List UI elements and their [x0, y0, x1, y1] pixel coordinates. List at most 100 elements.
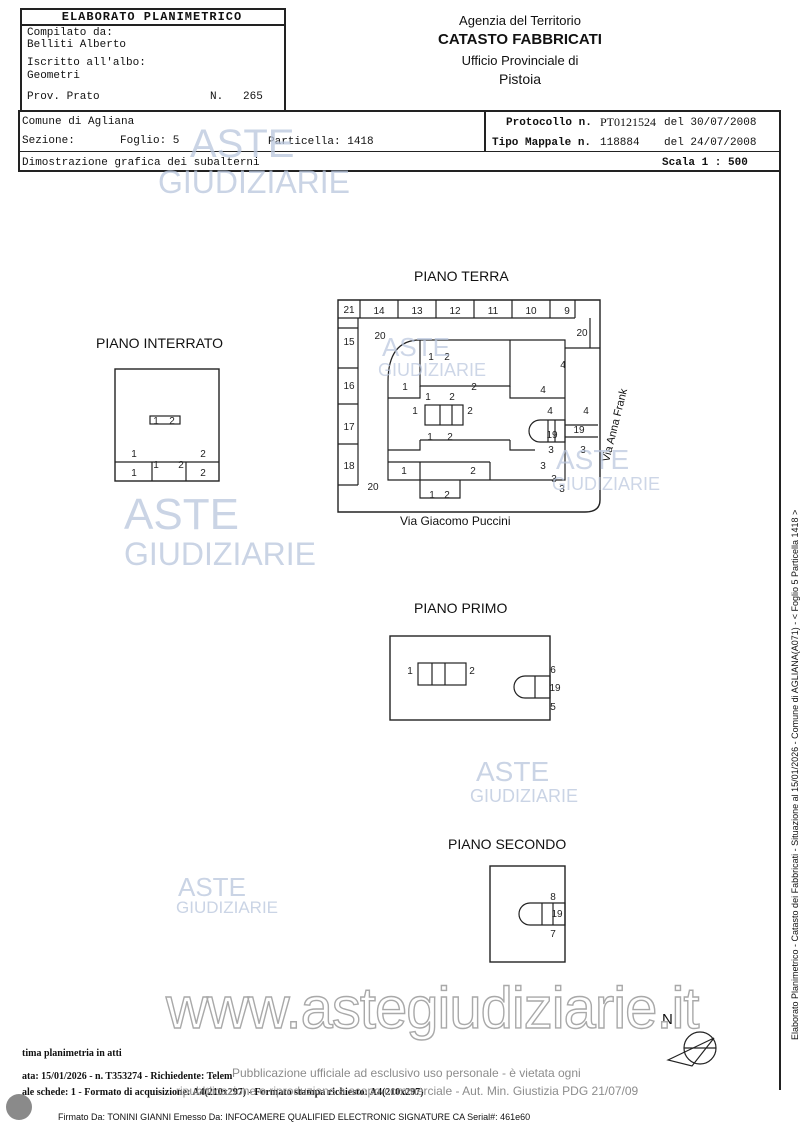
- sub-label: 4: [583, 406, 589, 417]
- watermark-giudiziarie: GIUDIZIARIE: [378, 360, 487, 380]
- catasto-title: CATASTO FABBRICATI: [438, 31, 602, 48]
- north-label: N: [662, 1011, 673, 1028]
- protocollo-label: Protocollo n.: [506, 117, 592, 129]
- sub-label: 3: [559, 484, 565, 495]
- watermark-aste: ASTE: [124, 490, 239, 539]
- watermark-notice: Pubblicazione ufficiale ad esclusivo uso…: [232, 1066, 581, 1080]
- sub-label: 1: [153, 460, 159, 471]
- sub-label: 10: [525, 306, 537, 317]
- watermark-aste: ASTE: [178, 872, 246, 902]
- document-title: ELABORATO PLANIMETRICO: [61, 10, 243, 24]
- particella: Particella: 1418: [268, 136, 374, 148]
- sub-label: 20: [367, 482, 379, 493]
- sub-label: 13: [411, 306, 423, 317]
- sub-label: 1: [427, 432, 433, 443]
- sub-label: 17: [343, 422, 355, 433]
- sub-label: 20: [576, 328, 588, 339]
- sub-label: 3: [551, 474, 557, 485]
- sub-label: 2: [444, 490, 450, 501]
- sub-label: 2: [467, 406, 473, 417]
- sub-label: 1: [429, 490, 435, 501]
- iscritto-value: Geometri: [27, 70, 80, 82]
- sezione: Sezione:: [22, 135, 75, 147]
- watermark-giudiziarie: GIUDIZIARIE: [124, 536, 317, 572]
- sub-label: 4: [560, 360, 566, 371]
- comune: Comune di Agliana: [22, 116, 135, 128]
- dimostrazione: Dimostrazione grafica dei subalterni: [22, 157, 260, 169]
- sub-label: 12: [449, 306, 461, 317]
- sub-label: 1: [412, 406, 418, 417]
- sub-label: 20: [374, 331, 386, 342]
- sub-label: 19: [551, 909, 563, 920]
- sub-label: 2: [447, 432, 453, 443]
- sub-label: 2: [169, 416, 175, 427]
- watermark-giudiziarie: GIUDIZIARIE: [470, 786, 579, 806]
- sub-label: 3: [580, 445, 586, 456]
- protocollo-value: PT0121524: [600, 115, 657, 129]
- prov-label: Prov. Prato: [27, 91, 100, 103]
- footer-line-1: tima planimetria in atti: [22, 1048, 122, 1059]
- sub-label: 14: [373, 306, 385, 317]
- sub-label: 11: [488, 306, 499, 317]
- sub-label: 2: [449, 392, 455, 403]
- agency-name: Agenzia del Territorio: [459, 13, 581, 28]
- sub-label: 2: [444, 352, 450, 363]
- sub-label: 4: [540, 385, 546, 396]
- tipo-value: 118884: [600, 137, 640, 149]
- watermark-giudiziarie: GIUDIZIARIE: [176, 898, 279, 917]
- info-band-divider: [484, 110, 486, 151]
- scala: Scala 1 : 500: [662, 157, 748, 169]
- info-band-midline: [18, 151, 781, 152]
- primo-outline: [389, 635, 551, 721]
- sub-label: 2: [470, 466, 476, 477]
- compilato-name: Belliti Alberto: [27, 39, 127, 51]
- sub-label: 1: [402, 382, 408, 393]
- side-text: Elaborato Planimetrico - Catasto dei Fab…: [790, 509, 800, 1040]
- watermark-aste: ASTE: [556, 444, 630, 475]
- foglio: Foglio: 5: [120, 135, 180, 147]
- footer-line-2: ata: 15/01/2026 - n. T353274 - Richieden…: [22, 1071, 233, 1082]
- info-band: [18, 110, 781, 172]
- seal-icon: [6, 1094, 32, 1120]
- watermark-url: www.astegiudiziarie.it: [165, 975, 700, 1041]
- interrato-outline: [114, 368, 220, 482]
- sub-label: 2: [469, 666, 475, 677]
- ufficio-label: Ufficio Provinciale di: [461, 53, 579, 68]
- footer-line-3: ale schede: 1 - Formato di acquisizione:…: [22, 1087, 424, 1098]
- watermark-notice-2: ripubblicazione o riproduzione a scopo c…: [176, 1084, 639, 1098]
- right-frame-line: [779, 170, 781, 1090]
- sub-label: 1: [131, 449, 137, 460]
- sub-label: 9: [564, 306, 570, 317]
- sub-label: 2: [200, 449, 206, 460]
- sub-label: 6: [550, 665, 556, 676]
- street-south: Via Giacomo Puccini: [400, 514, 511, 528]
- sub-label: 1: [428, 352, 434, 363]
- tipo-date: del 24/07/2008: [664, 137, 757, 149]
- sub-label: 1: [401, 466, 407, 477]
- sub-label: 1: [407, 666, 413, 677]
- watermark-giudiziarie: GIUDIZIARIE: [552, 474, 661, 494]
- protocollo-date: del 30/07/2008: [664, 117, 757, 129]
- sub-label: 3: [540, 461, 546, 472]
- piano-terra-title: PIANO TERRA: [414, 268, 509, 284]
- sub-label: 15: [343, 337, 355, 348]
- sub-label: 19: [573, 425, 585, 436]
- sub-label: 4: [547, 406, 553, 417]
- city-name: Pistoia: [498, 71, 542, 87]
- sub-label: 5: [550, 702, 556, 713]
- sub-label: 8: [550, 892, 556, 903]
- sub-label: 16: [343, 381, 355, 392]
- iscritto-label: Iscritto all'albo:: [27, 57, 146, 69]
- sub-label: 1: [131, 468, 137, 479]
- watermark-aste: ASTE: [382, 332, 450, 362]
- piano-interrato-title: PIANO INTERRATO: [96, 335, 224, 351]
- sub-label: 2: [471, 382, 477, 393]
- sub-label: 19: [549, 683, 561, 694]
- terra-lot-outline: [337, 299, 601, 513]
- piano-primo-title: PIANO PRIMO: [414, 600, 508, 616]
- terra-building-outline: [387, 339, 566, 481]
- sub-label: 1: [153, 416, 159, 427]
- sub-label: 7: [550, 929, 556, 940]
- header-title-underline: [20, 24, 284, 26]
